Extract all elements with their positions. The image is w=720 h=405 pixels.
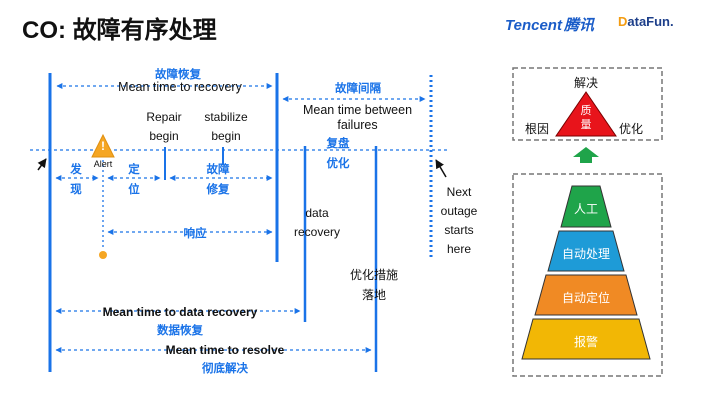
measures-label-1: 优化措施 [349, 268, 398, 282]
discover-label-2: 现 [70, 184, 82, 196]
discover-label-1: 发 [70, 164, 82, 176]
next-outage-label-1: Next [446, 185, 472, 199]
locate-label-1: 定 [128, 164, 140, 176]
mttr-cn-label: 彻底解决 [202, 363, 248, 375]
respond-label: 响应 [183, 228, 207, 240]
next-outage-label-3: starts [444, 223, 474, 237]
alert-label: Alert [93, 159, 113, 169]
mttdr-cn-label: 数据恢复 [157, 325, 203, 337]
optimize-label: 优化 [326, 158, 350, 170]
quality-label-1: 质 [580, 105, 592, 117]
review-label: 复盘 [326, 138, 350, 150]
layer-label-alarm: 报警 [573, 335, 598, 349]
layer-auto-handle [547, 230, 625, 272]
alert-mark: ! [101, 139, 105, 153]
bottom-dashed-box [512, 173, 663, 377]
between-cn-label: 故障间隔 [335, 83, 381, 95]
next-outage-label-2: outage [440, 204, 478, 218]
layer-label-manual: 人工 [573, 202, 598, 216]
mttr-en-label: Mean time to resolve [165, 343, 285, 357]
fix-label-1: 故障 [206, 164, 230, 176]
pyramid-top-label: 解决 [573, 76, 598, 90]
alert-triangle-icon [91, 133, 115, 158]
between-en-label-2: failures [337, 118, 378, 132]
layer-auto-locate [534, 274, 638, 316]
recovery-en-label: Mean time to recovery [118, 80, 242, 94]
layer-label-auto-locate: 自动定位 [561, 291, 610, 305]
between-en-label-1: Mean time between [302, 103, 413, 117]
up-arrow-icon [573, 147, 599, 163]
layer-alarm [521, 318, 651, 360]
stabilize-label-1: stabilize [204, 110, 248, 124]
layer-manual [560, 185, 612, 228]
datafun-logo: DataFun. [618, 14, 674, 29]
alert-dot [99, 251, 107, 259]
repair-label-2: begin [149, 129, 179, 143]
quality-label-2: 量 [580, 119, 592, 131]
top-dashed-box [512, 67, 663, 141]
repair-label-1: Repair [146, 110, 182, 124]
layer-label-auto-handle: 自动处理 [561, 247, 610, 261]
mttdr-en-label: Mean time to data recovery [102, 305, 258, 319]
page-title: CO: 故障有序处理 [22, 17, 217, 44]
recovery-cn-label: 故障恢复 [155, 69, 201, 81]
fix-label-2: 修复 [206, 184, 230, 196]
next-outage-pointer-arrow [435, 159, 447, 178]
measures-label-2: 落地 [361, 288, 386, 302]
stabilize-label-2: begin [211, 129, 241, 143]
quality-triangle [555, 91, 617, 137]
data-recovery-label-2: recovery [293, 225, 340, 239]
locate-label-2: 位 [128, 184, 140, 196]
pyramid-left-label: 根因 [524, 122, 549, 136]
data-recovery-label-1: data [305, 206, 329, 220]
pyramid-right-label: 优化 [618, 122, 643, 136]
next-outage-label-4: here [446, 242, 472, 256]
start-pointer-arrow [37, 158, 47, 171]
